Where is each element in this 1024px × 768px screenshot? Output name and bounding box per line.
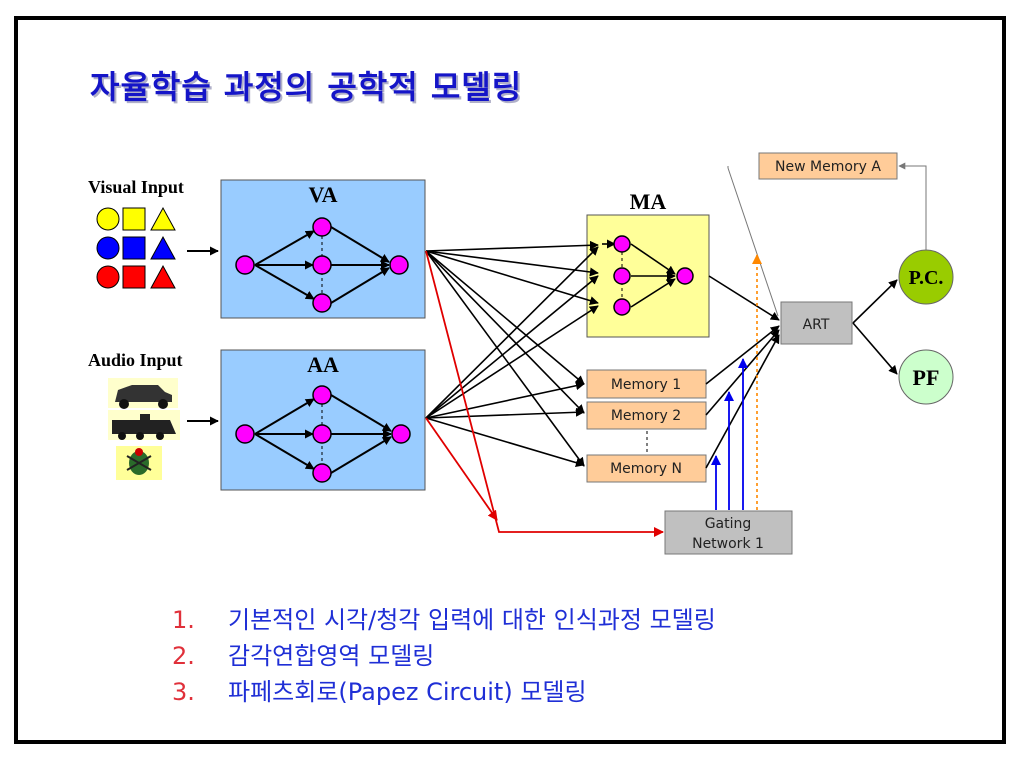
gating-network-box	[664, 510, 793, 555]
memory-1-box	[586, 369, 707, 399]
pc-feedback-arrow	[898, 162, 927, 250]
memory-n-box	[586, 454, 707, 483]
list-number: 3.	[172, 678, 195, 706]
art-box	[780, 301, 853, 345]
model-list: 1. 기본적인 시각/청각 입력에 대한 인식과정 모델링 2. 감각연합영역 모델…	[172, 602, 716, 710]
list-number: 1.	[172, 606, 195, 634]
slide-title: 자율학습 과정의 공학적 모델링	[90, 68, 523, 106]
va-network	[235, 217, 409, 313]
slide-frame	[14, 16, 1006, 744]
visual-input-shapes-icon	[96, 206, 176, 289]
new-memory-a-box	[758, 152, 898, 180]
memory-2-label: Memory 2	[611, 408, 681, 424]
new-memory-a-label: New Memory A	[775, 159, 881, 175]
list-item: 1. 기본적인 시각/청각 입력에 대한 인식과정 모델링	[172, 602, 716, 638]
pf-label: PF	[913, 365, 940, 390]
aa-network	[235, 385, 411, 483]
list-item: 3. 파페츠회로(Papez Circuit) 모델링	[172, 674, 716, 710]
ma-network	[602, 235, 694, 316]
aa-label: AA	[307, 352, 339, 377]
va-label: VA	[309, 182, 338, 207]
gating-label-line1: Gating	[705, 516, 752, 532]
locomotive-icon	[108, 410, 180, 440]
list-number: 2.	[172, 642, 195, 670]
art-label: ART	[803, 317, 830, 333]
ma-label: MA	[630, 189, 667, 214]
old-car-icon	[108, 378, 178, 409]
list-text: 기본적인 시각/청각 입력에 대한 인식과정 모델링	[228, 606, 716, 634]
list-text: 파페츠회로(Papez Circuit) 모델링	[228, 678, 587, 706]
pf-node	[898, 349, 954, 405]
gating-output-arrows	[711, 358, 748, 510]
list-text: 감각연합영역 모델링	[228, 642, 435, 670]
connection-arrows	[425, 240, 599, 468]
list-item: 2. 감각연합영역 모델링	[172, 638, 716, 674]
memory-1-label: Memory 1	[611, 377, 681, 393]
aa-box	[220, 349, 426, 491]
memory-2-box	[586, 401, 707, 430]
red-feedback-arrows	[425, 250, 664, 537]
visual-input-label: Visual Input	[88, 177, 184, 197]
audio-input-label: Audio Input	[88, 350, 183, 370]
gating-label-line2: Network 1	[692, 536, 764, 552]
bug-icon	[116, 446, 162, 480]
pc-label: P.C.	[909, 267, 944, 289]
memory-n-label: Memory N	[610, 461, 682, 477]
